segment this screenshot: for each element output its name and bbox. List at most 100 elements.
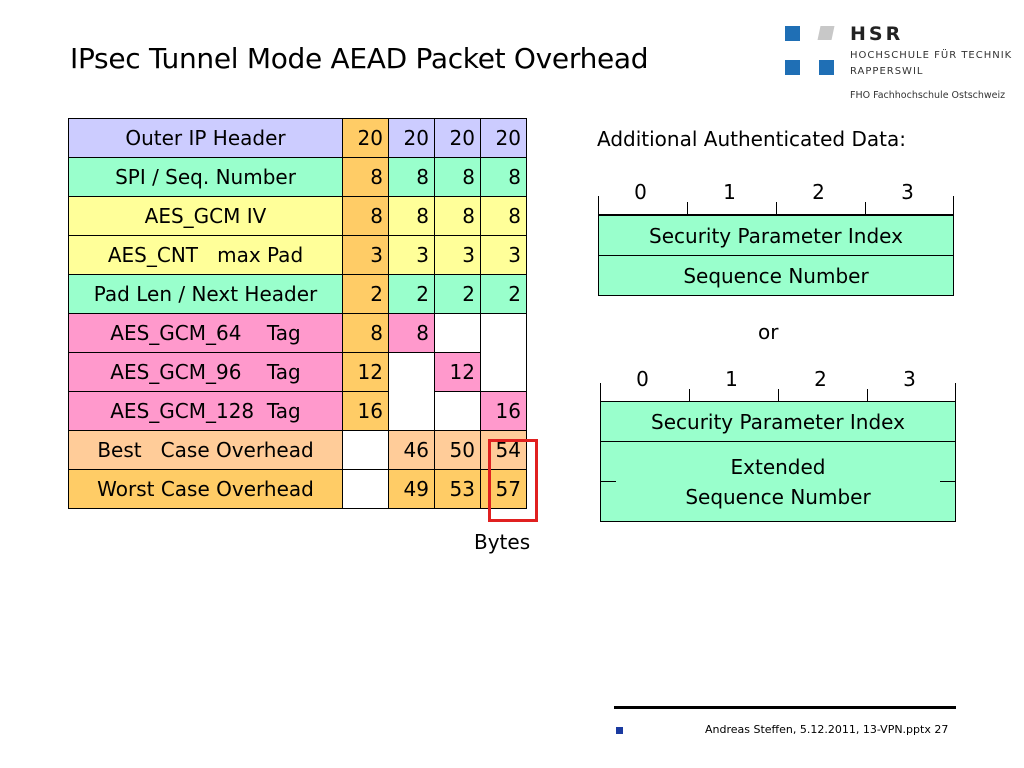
logo-line3: FHO Fachhochschule Ostschweiz	[850, 90, 1006, 101]
ruler-end-tick	[955, 383, 956, 401]
value-cell: 50	[434, 430, 481, 470]
value-cell: 12	[342, 352, 389, 392]
logo-line1: HOCHSCHULE FÜR TECHNIK	[850, 50, 1013, 61]
value-cell: 8	[388, 157, 435, 197]
value-cell: 8	[480, 157, 527, 197]
spi-field-top: Security Parameter Index	[598, 215, 954, 256]
value-cell	[480, 352, 527, 392]
footer-text: Andreas Steffen, 5.12.2011, 13-VPN.pptx …	[705, 723, 949, 736]
row-label: AES_CNT max Pad	[68, 235, 343, 275]
value-cell: 12	[434, 352, 481, 392]
row-label: Worst Case Overhead	[68, 469, 343, 509]
value-cell: 3	[480, 235, 527, 275]
value-cell: 54	[480, 430, 527, 470]
value-cell	[342, 469, 389, 509]
byte-index-label: 1	[725, 367, 738, 391]
value-cell: 8	[342, 196, 389, 236]
byte-index-label: 2	[814, 367, 827, 391]
value-cell: 16	[342, 391, 389, 431]
value-cell: 20	[480, 118, 527, 158]
seq-field-label: Sequence Number	[683, 264, 869, 288]
ruler-end-tick	[600, 383, 601, 401]
byte-ruler-top: 0 1 2 3	[598, 180, 954, 215]
value-cell: 46	[388, 430, 435, 470]
logo-square-icon	[819, 60, 834, 75]
ruler-tick	[865, 202, 866, 214]
value-cell	[434, 391, 481, 431]
value-cell	[480, 313, 527, 353]
ruler-tick	[776, 202, 777, 214]
byte-index-label: 0	[634, 180, 647, 204]
row-label: SPI / Seq. Number	[68, 157, 343, 197]
or-label: or	[758, 320, 779, 344]
value-cell: 8	[434, 157, 481, 197]
row-label: AES_GCM_64 Tag	[68, 313, 343, 353]
value-cell: 20	[434, 118, 481, 158]
value-cell: 2	[480, 274, 527, 314]
value-cell: 8	[480, 196, 527, 236]
spi-field-label: Security Parameter Index	[649, 224, 903, 248]
value-cell: 20	[388, 118, 435, 158]
seq-field-top: Sequence Number	[598, 255, 954, 296]
row-label: Pad Len / Next Header	[68, 274, 343, 314]
value-cell: 16	[480, 391, 527, 431]
hsr-logo: HSR HOCHSCHULE FÜR TECHNIK RAPPERSWIL FH…	[785, 23, 1020, 106]
esn-field-bottom: Extended Sequence Number	[600, 441, 956, 522]
ruler-tick	[687, 202, 688, 214]
highlight-box	[488, 439, 538, 522]
esn-label-line1: Extended	[730, 455, 826, 479]
value-cell	[388, 352, 435, 392]
spi-field-label: Security Parameter Index	[651, 410, 905, 434]
logo-square-icon	[785, 60, 800, 75]
row-label: Best Case Overhead	[68, 430, 343, 470]
value-cell	[388, 391, 435, 431]
byte-index-label: 3	[901, 180, 914, 204]
row-label: AES_GCM_128 Tag	[68, 391, 343, 431]
value-cell: 3	[388, 235, 435, 275]
logo-square-icon	[817, 26, 835, 40]
value-cell: 8	[388, 196, 435, 236]
footer-rule	[614, 706, 956, 709]
value-cell: 53	[434, 469, 481, 509]
unit-label: Bytes	[474, 530, 531, 554]
byte-index-label: 1	[723, 180, 736, 204]
byte-index-label: 2	[812, 180, 825, 204]
value-cell: 2	[434, 274, 481, 314]
byte-index-label: 3	[903, 367, 916, 391]
value-cell: 3	[342, 235, 389, 275]
value-cell: 3	[434, 235, 481, 275]
value-cell: 8	[434, 196, 481, 236]
value-cell: 8	[342, 313, 389, 353]
ruler-tick	[867, 389, 868, 401]
logo-name: HSR	[850, 23, 904, 45]
ruler-end-tick	[953, 196, 954, 214]
page-title: IPsec Tunnel Mode AEAD Packet Overhead	[70, 42, 649, 75]
row-label: AES_GCM IV	[68, 196, 343, 236]
ruler-end-tick	[598, 196, 599, 214]
value-cell: 8	[342, 157, 389, 197]
value-cell	[434, 313, 481, 353]
row-divider-stub	[601, 481, 616, 482]
aad-title: Additional Authenticated Data:	[597, 127, 906, 151]
value-cell: 49	[388, 469, 435, 509]
spi-field-bottom: Security Parameter Index	[600, 401, 956, 442]
value-cell: 8	[388, 313, 435, 353]
value-cell: 2	[388, 274, 435, 314]
esn-label-line2: Sequence Number	[685, 485, 871, 509]
value-cell	[342, 430, 389, 470]
logo-line2: RAPPERSWIL	[850, 66, 924, 77]
row-label: Outer IP Header	[68, 118, 343, 158]
value-cell: 2	[342, 274, 389, 314]
logo-square-icon	[785, 26, 800, 41]
